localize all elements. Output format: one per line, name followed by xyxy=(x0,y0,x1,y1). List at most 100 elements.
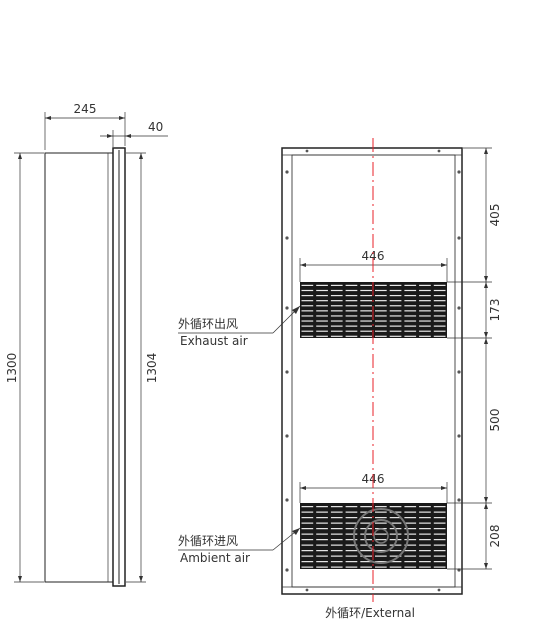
grille-slot xyxy=(419,335,431,337)
dim-446-bottom-arrow-right xyxy=(441,486,447,490)
grille-slot xyxy=(433,544,446,546)
grille-slot xyxy=(404,511,417,513)
grille-slot xyxy=(389,294,402,297)
dim-405-label: 405 xyxy=(488,204,502,227)
grille-slot xyxy=(345,528,358,530)
grille-slot xyxy=(404,335,417,337)
grille-slot xyxy=(360,300,372,302)
dim-1304-label: 1304 xyxy=(145,353,159,384)
grille-slot xyxy=(375,300,387,302)
grille-slot xyxy=(316,539,328,541)
grille-slot xyxy=(419,544,431,546)
exhaust-label-cn: 外循环出风 xyxy=(178,317,238,331)
mounting-hole xyxy=(285,306,289,310)
grille-slot xyxy=(345,289,358,292)
grille-slot xyxy=(389,330,402,332)
grille-slot xyxy=(404,315,417,317)
grille-slot xyxy=(360,522,372,524)
grille-slot xyxy=(360,506,372,508)
grille-slot xyxy=(404,284,417,286)
dim-245-arrow-left xyxy=(45,116,51,120)
mounting-hole xyxy=(457,434,461,438)
grille-slot xyxy=(301,330,314,332)
grille-slot xyxy=(301,561,314,563)
grille-slot xyxy=(316,528,328,530)
grille-slot xyxy=(345,305,358,307)
grille-slot xyxy=(316,533,328,535)
grille-slot xyxy=(360,310,372,312)
grille-slot xyxy=(404,544,417,546)
grille-slot xyxy=(360,325,372,327)
grille-slot xyxy=(316,550,328,552)
grille-slot xyxy=(433,294,446,297)
grille-slot xyxy=(419,511,431,513)
grille-slot xyxy=(375,539,387,541)
grille-slot xyxy=(360,335,372,337)
grille-slot xyxy=(316,300,328,302)
mounting-hole xyxy=(285,236,289,240)
grille-slot xyxy=(330,561,343,563)
grille-slot xyxy=(404,566,417,568)
grille-slot xyxy=(389,561,402,563)
ambient-leader-arrow xyxy=(292,528,300,535)
grille-slot xyxy=(330,320,343,322)
grille-slot xyxy=(419,310,431,312)
grille-slot xyxy=(316,330,328,332)
grille-slot xyxy=(404,555,417,557)
grille-slot xyxy=(330,533,343,535)
grille-slot xyxy=(345,506,358,508)
grille-slot xyxy=(375,517,387,519)
fan-outer-ring xyxy=(353,508,409,564)
dim-446-top-label: 446 xyxy=(362,249,385,263)
mounting-hole xyxy=(305,149,309,153)
fan-inner-ring xyxy=(364,519,398,553)
grille-slot xyxy=(330,289,343,292)
grille-slot xyxy=(375,561,387,563)
grille-slot xyxy=(433,325,446,327)
grille-slot xyxy=(360,550,372,552)
mounting-hole xyxy=(457,370,461,374)
grille-slot xyxy=(360,533,372,535)
grille-slot xyxy=(360,305,372,307)
grille-slot xyxy=(360,289,372,292)
grille-slot xyxy=(389,315,402,317)
grille-slot xyxy=(433,320,446,322)
grille-slot xyxy=(404,517,417,519)
grille-slot xyxy=(301,566,314,568)
grille-slot xyxy=(433,566,446,568)
grille-slot xyxy=(389,305,402,307)
grille-slot xyxy=(301,305,314,307)
grille-slot xyxy=(360,315,372,317)
grille-slot xyxy=(375,289,387,292)
grille-slot xyxy=(330,550,343,552)
grille-slot xyxy=(330,335,343,337)
grille-slot xyxy=(419,284,431,286)
grille-slot xyxy=(375,550,387,552)
grille-slot xyxy=(316,522,328,524)
grille-slot xyxy=(301,550,314,552)
grille-slot xyxy=(330,330,343,332)
grille-slot xyxy=(330,506,343,508)
grille-slot xyxy=(433,522,446,524)
grille-slot xyxy=(419,300,431,302)
dim-500-label: 500 xyxy=(488,409,502,432)
mounting-holes xyxy=(285,149,461,592)
grille-slot xyxy=(433,550,446,552)
grille-slot xyxy=(316,315,328,317)
grille-slot xyxy=(389,300,402,302)
grille-slot xyxy=(404,289,417,292)
grille-slot xyxy=(330,300,343,302)
grille-slot xyxy=(345,320,358,322)
grille-slot xyxy=(301,511,314,513)
grille-slot xyxy=(345,284,358,286)
grille-slot xyxy=(330,517,343,519)
dim-1300-label: 1300 xyxy=(5,353,19,384)
bottom-caption: 外循环/External xyxy=(325,606,415,620)
grille-slot xyxy=(316,517,328,519)
grille-slot xyxy=(345,555,358,557)
side-view-flange-outer xyxy=(112,147,126,587)
grille-slot xyxy=(433,533,446,535)
grille-slot xyxy=(301,284,314,286)
grille-slot xyxy=(330,305,343,307)
grille-slot xyxy=(375,310,387,312)
